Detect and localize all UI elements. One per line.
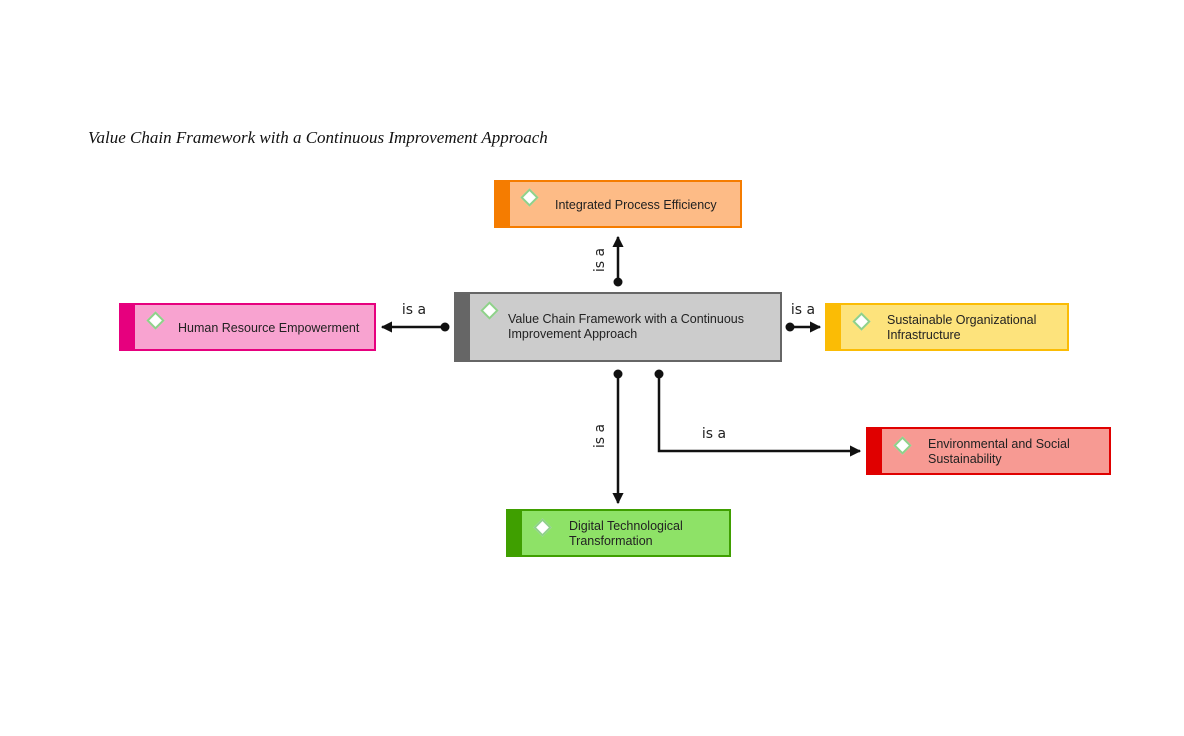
node-right-accent [825, 303, 841, 351]
edge-label-bottom: is a [592, 424, 608, 448]
edge-to-left: is a [380, 302, 450, 333]
edge-label-bottom-right: is a [702, 426, 726, 442]
diamond-icon [893, 436, 912, 455]
edge-label-right: is a [791, 302, 815, 318]
node-center-label: Value Chain Framework with a Continuous … [508, 312, 744, 341]
node-right-label: Sustainable Organizational Infrastructur… [887, 313, 1037, 342]
node-integrated-process-efficiency[interactable]: Integrated Process Efficiency [494, 180, 742, 228]
node-bottom-accent [506, 509, 522, 557]
edge-to-top: is a [592, 235, 624, 287]
node-left-accent [119, 303, 135, 351]
node-sustainable-organizational-infrastructure[interactable]: Sustainable Organizational Infrastructur… [825, 303, 1069, 351]
diagram-title: Value Chain Framework with a Continuous … [88, 128, 548, 147]
node-top-label: Integrated Process Efficiency [555, 198, 717, 212]
node-bottom-right-label: Environmental and Social Sustainability [928, 437, 1070, 466]
node-environmental-and-social-sustainability[interactable]: Environmental and Social Sustainability [866, 427, 1111, 475]
diamond-icon [520, 188, 539, 207]
diamond-icon [146, 311, 165, 330]
node-center[interactable]: Value Chain Framework with a Continuous … [454, 292, 782, 362]
diamond-icon [533, 518, 552, 537]
node-center-accent [454, 292, 470, 362]
edge-to-bottom-right: is a [654, 369, 862, 457]
diamond-icon [852, 312, 871, 331]
node-human-resource-empowerment[interactable]: Human Resource Empowerment [119, 303, 376, 351]
node-top-accent [494, 180, 510, 228]
diamond-icon [480, 301, 499, 320]
node-digital-technological-transformation[interactable]: Digital Technological Transformation [506, 509, 731, 557]
edge-to-bottom: is a [592, 369, 624, 505]
node-bottom-right-accent [866, 427, 882, 475]
edge-to-right: is a [785, 302, 822, 333]
edge-label-top: is a [592, 248, 608, 272]
edge-label-left: is a [402, 302, 426, 318]
node-bottom-label: Digital Technological Transformation [569, 519, 683, 548]
node-left-label: Human Resource Empowerment [178, 321, 360, 335]
